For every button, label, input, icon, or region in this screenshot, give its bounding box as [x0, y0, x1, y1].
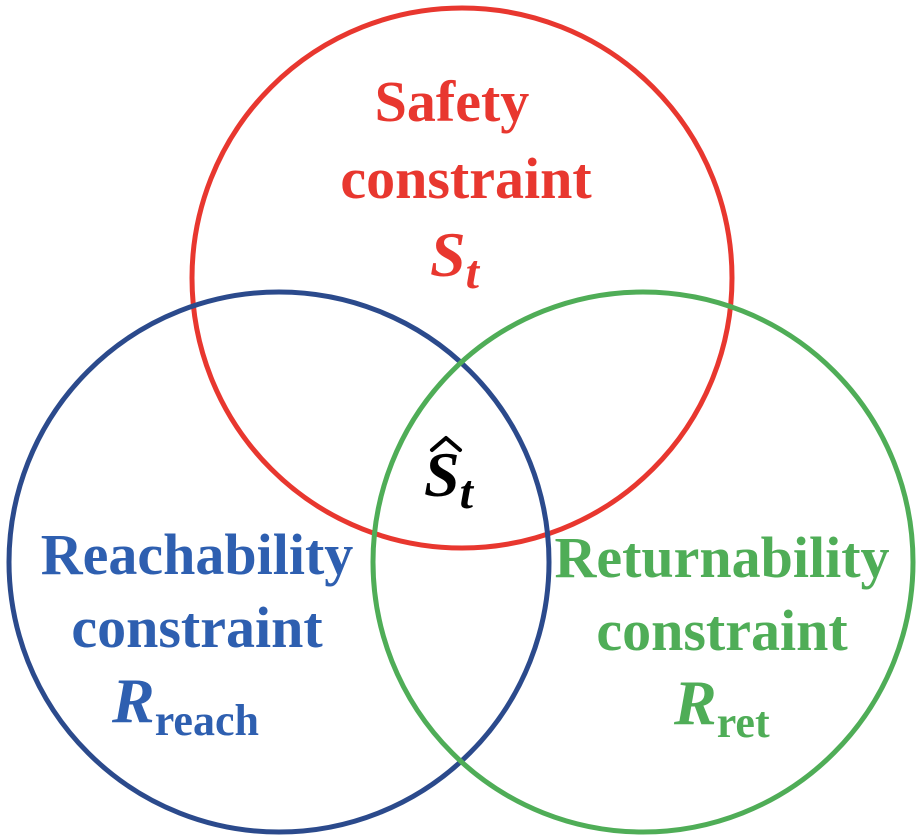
- safety-symbol-subscript: t: [466, 246, 481, 299]
- returnability-constraint-circle: [370, 289, 916, 835]
- intersection-symbol-subscript: t: [460, 466, 475, 519]
- reachability-symbol-letter: R: [111, 665, 155, 736]
- reachability-label-group: Reachability constraint Rreach: [41, 522, 354, 745]
- safety-symbol: St: [430, 219, 481, 299]
- returnability-label-group: Returnability constraint Rret: [554, 525, 889, 747]
- returnability-label-line2: constraint: [596, 598, 848, 663]
- reachability-constraint-circle: [6, 289, 552, 835]
- safety-label-group: Safety constraint St: [340, 69, 592, 299]
- intersection-symbol-letter: S: [424, 439, 460, 510]
- intersection-symbol: St: [424, 439, 475, 519]
- returnability-symbol-subscript: ret: [717, 698, 770, 747]
- safety-symbol-letter: S: [430, 219, 466, 290]
- reachability-label-line2: constraint: [71, 595, 323, 660]
- safety-label-line2: constraint: [340, 146, 592, 211]
- safety-label-line1: Safety: [375, 69, 530, 134]
- reachability-label-line1: Reachability: [41, 522, 354, 587]
- reachability-symbol: Rreach: [111, 665, 259, 745]
- hat-accent-icon: [430, 436, 462, 452]
- returnability-label-line1: Returnability: [554, 525, 889, 590]
- returnability-symbol-letter: R: [673, 667, 717, 738]
- reachability-symbol-subscript: reach: [155, 696, 259, 745]
- intersection-label-group: St: [424, 436, 475, 519]
- safety-constraint-circle: [189, 5, 735, 551]
- returnability-symbol: Rret: [673, 667, 770, 747]
